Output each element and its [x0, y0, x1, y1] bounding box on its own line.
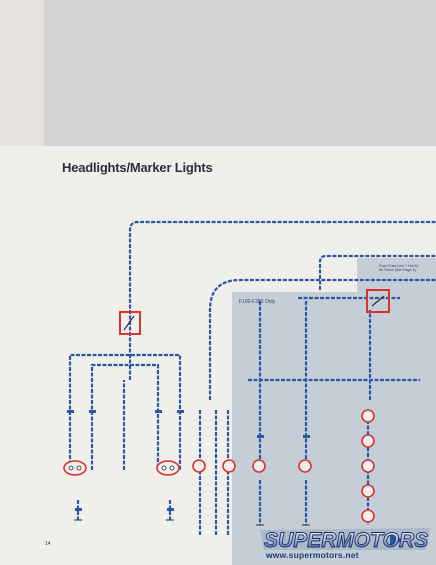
continuation-arrow — [390, 535, 406, 545]
page-edge-strip — [0, 0, 44, 146]
connector-marker — [167, 508, 174, 511]
connector-marker — [89, 410, 96, 413]
page-title: Headlights/Marker Lights — [62, 160, 213, 175]
connector-marker — [303, 435, 310, 438]
headlight-relay-contact — [371, 295, 385, 307]
watermark-url-link[interactable]: www.supermotors.net — [266, 550, 359, 560]
supermotors-watermark[interactable]: SUPERMOTORS www.supermotors.net — [258, 526, 432, 562]
roof-lamp-5 — [361, 509, 375, 523]
connector-marker — [75, 508, 82, 511]
page-number: 14 — [45, 541, 51, 547]
connector-marker — [257, 435, 264, 438]
roof-lamp-1 — [361, 409, 375, 423]
rh-side-marker-lamp — [298, 459, 312, 473]
headlight-relay-highlight — [366, 289, 390, 313]
supermotors-logo-icon: SUPERMOTORS — [260, 528, 430, 552]
blank-header-band — [44, 0, 436, 146]
rh-parking-lamp — [222, 459, 236, 473]
lh-parking-lamp — [192, 459, 206, 473]
roof-lamp-3 — [361, 459, 375, 473]
headlight-switch-highlight — [119, 311, 141, 335]
region-label: F100-F350 Only — [239, 299, 276, 305]
connector-marker — [155, 410, 162, 413]
f100-f350-shaded-region — [232, 292, 436, 565]
lh-side-marker-lamp — [252, 459, 266, 473]
connector-marker — [67, 410, 74, 413]
roof-lamp-2 — [361, 434, 375, 448]
connector-marker — [177, 410, 184, 413]
roof-lamp-4 — [361, 484, 375, 498]
rh-headlight-lamp — [156, 460, 180, 476]
logo-text: SUPERMOTORS — [264, 529, 428, 552]
lh-headlight-lamp — [63, 460, 87, 476]
fuse-link-note: From Fuse Link ? Hot At All Times (See P… — [379, 264, 418, 273]
headlight-switch-contact — [123, 315, 135, 331]
